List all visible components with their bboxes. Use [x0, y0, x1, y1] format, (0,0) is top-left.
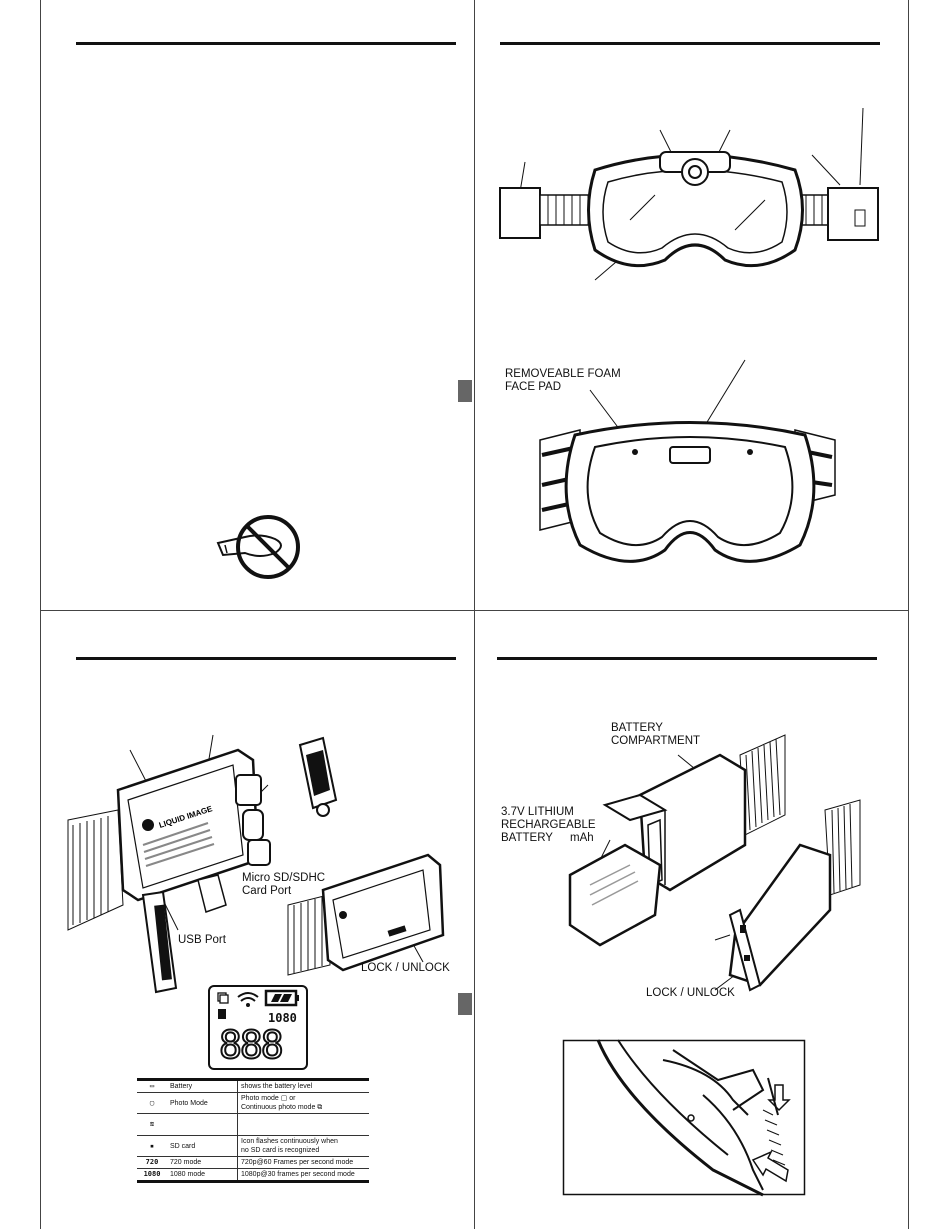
foam-pad-label-line1: REMOVEABLE FOAM: [505, 368, 621, 380]
goggles-back-diagram: [539, 359, 836, 563]
table-cell-desc-line1: Photo mode ▢ or: [241, 1095, 296, 1102]
no-tissue-warning-icon: [216, 515, 300, 579]
battery-compartment-line2: COMPARTMENT: [611, 735, 701, 747]
table-row: ▭ Battery shows the battery level: [137, 1078, 369, 1093]
table-cell-desc-line1: Icon flashes continuously when: [241, 1138, 338, 1145]
table-row: 1080 1080 mode 1080p@30 frames per secon…: [137, 1168, 369, 1183]
micro-sd-label: Micro SD/SDHC Card Port: [242, 872, 325, 898]
battery-label: 3.7V LITHIUM RECHARGEABLE BATTERY mAh: [501, 806, 596, 845]
wifi-icon: ≋: [137, 1113, 167, 1136]
table-row: ≋: [137, 1113, 369, 1136]
battery-compartment-diagram: [568, 734, 861, 992]
table-cell-desc: shows the battery level: [237, 1078, 369, 1093]
battery-icon: ▭: [137, 1078, 167, 1093]
table-cell-desc: Photo mode ▢ or Continuous photo mode ⧉: [237, 1092, 369, 1114]
lcd-counter-readout: 888: [218, 1023, 285, 1067]
table-cell-desc: 1080p@30 frames per second mode: [237, 1168, 369, 1183]
table-cell-name: 1080 mode: [167, 1168, 238, 1183]
foam-pad-label-line2: FACE PAD: [505, 381, 562, 393]
battery-compartment-line1: BATTERY: [611, 722, 663, 734]
sd-card-icon: ▪: [137, 1135, 167, 1157]
table-row: ▢ Photo Mode Photo mode ▢ or Continuous …: [137, 1092, 369, 1114]
table-cell-desc-line2: no SD card is recognized: [241, 1147, 320, 1154]
table-cell-name: [167, 1113, 238, 1136]
middle-divider: [40, 610, 908, 611]
table-cell-desc: 720p@60 Frames per second mode: [237, 1156, 369, 1169]
1080-mode-symbol: 1080: [137, 1168, 167, 1183]
battery-label-line1: 3.7V LITHIUM: [501, 806, 574, 818]
lcd-1080-readout: 1080: [268, 1011, 297, 1025]
header-rule-top-left: [76, 42, 456, 45]
table-cell-name: Battery: [167, 1078, 238, 1093]
photo-mode-icon: ▢: [137, 1092, 167, 1114]
right-page-border: [908, 0, 909, 1229]
table-cell-desc: [237, 1113, 369, 1136]
header-rule-top-right: [500, 42, 880, 45]
table-cell-name: SD card: [167, 1135, 238, 1157]
battery-compartment-label: BATTERY COMPARTMENT: [611, 722, 700, 748]
header-rule-bottom-right: [497, 657, 877, 660]
battery-label-line3: BATTERY: [501, 832, 553, 844]
table-cell-name: Photo Mode: [167, 1092, 238, 1114]
thumb-tab-top: [458, 380, 472, 402]
table-row: ▪ SD card Icon flashes continuously when…: [137, 1135, 369, 1157]
camera-module-diagram: LIQUID IMAGE: [67, 734, 445, 994]
usb-port-label: USB Port: [178, 934, 226, 946]
table-cell-name: 720 mode: [167, 1156, 238, 1169]
lcd-icon-table: ▭ Battery shows the battery level ▢ Phot…: [137, 1078, 369, 1183]
center-divider: [474, 0, 475, 1229]
lock-unlock-label-left: LOCK / UNLOCK: [361, 962, 450, 974]
table-row: 720 720 mode 720p@60 Frames per second m…: [137, 1156, 369, 1169]
micro-sd-label-line2: Card Port: [242, 885, 292, 897]
table-cell-desc-line2: Continuous photo mode ⧉: [241, 1104, 323, 1111]
header-rule-bottom-left: [76, 657, 456, 660]
thumb-tab-bottom: [458, 993, 472, 1015]
left-page-border: [40, 0, 41, 1229]
720-mode-symbol: 720: [137, 1156, 167, 1169]
lcd-display: [208, 985, 308, 1070]
lock-unlock-label-right: LOCK / UNLOCK: [646, 987, 735, 999]
micro-sd-label-line1: Micro SD/SDHC: [242, 872, 326, 884]
goggles-front-diagram: [499, 107, 879, 281]
table-cell-desc: Icon flashes continuously when no SD car…: [237, 1135, 369, 1157]
battery-unit: mAh: [569, 832, 594, 844]
installation-inset-diagram: [562, 1039, 806, 1197]
battery-label-line2: RECHARGEABLE: [501, 819, 596, 831]
foam-pad-label: REMOVEABLE FOAM FACE PAD: [505, 368, 621, 394]
